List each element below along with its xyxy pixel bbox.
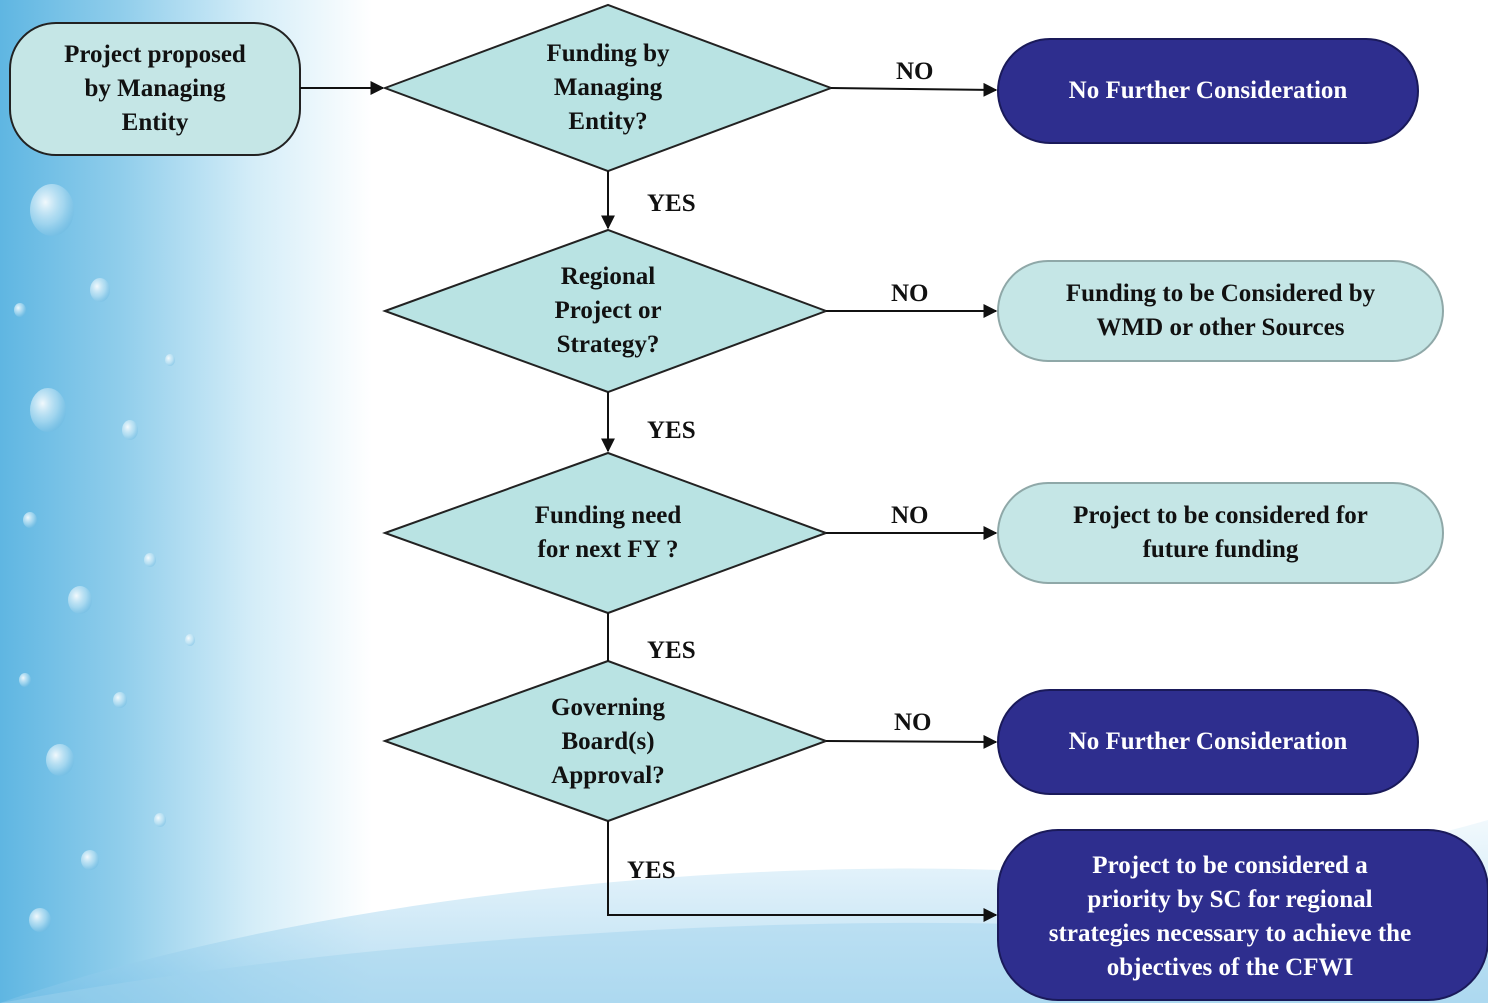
outcome-future-funding bbox=[997, 482, 1444, 584]
text-line: Project to be considered a bbox=[1092, 852, 1368, 879]
connector-d4-no bbox=[825, 734, 998, 749]
text-line: WMD or other Sources bbox=[1096, 314, 1345, 341]
text-line: Board(s) bbox=[561, 728, 655, 755]
text-line: Strategy? bbox=[556, 331, 660, 358]
text-line: for next FY ? bbox=[537, 536, 679, 563]
label-yes-2: YES bbox=[647, 417, 696, 444]
text-line: strategies necessary to achieve the bbox=[1048, 920, 1412, 947]
text-line: Funding by bbox=[546, 40, 670, 67]
text-line: by Managing bbox=[84, 75, 226, 102]
text-line: future funding bbox=[1142, 536, 1299, 563]
text-line: Project or bbox=[554, 297, 662, 324]
decision-text-funding-need: Funding need for next FY ? bbox=[478, 483, 738, 583]
text-line: Approval? bbox=[551, 762, 665, 789]
label-no-1: NO bbox=[896, 58, 934, 85]
text-line: Entity? bbox=[568, 108, 648, 135]
outcome-text-no-further-consideration-1: No Further Consideration bbox=[998, 39, 1418, 143]
label-no-3: NO bbox=[891, 502, 929, 529]
label-yes-4: YES bbox=[627, 857, 676, 884]
outcome-text-future-funding: Project to be considered for future fundi… bbox=[998, 483, 1443, 583]
outcome-text-priority-by-sc: Project to be considered a priority by SC… bbox=[1000, 838, 1460, 996]
text-line: No Further Consideration bbox=[1068, 77, 1348, 104]
text-line: objectives of the CFWI bbox=[1106, 954, 1354, 981]
outcome-funding-by-wmd bbox=[997, 260, 1444, 362]
label-yes-1: YES bbox=[647, 190, 696, 217]
connector-d4-yes bbox=[607, 821, 998, 922]
droplets bbox=[14, 184, 195, 932]
connector-d1-no bbox=[830, 82, 998, 97]
text-line: Regional bbox=[560, 263, 656, 290]
text-line: priority by SC for regional bbox=[1087, 886, 1373, 913]
outcome-no-further-consideration-2 bbox=[997, 689, 1419, 795]
label-no-4: NO bbox=[894, 709, 932, 736]
text-line: Project to be considered for bbox=[1073, 502, 1368, 529]
outcome-text-no-further-consideration-2: No Further Consideration bbox=[998, 690, 1418, 794]
outcome-text-funding-by-wmd: Funding to be Considered by WMD or other … bbox=[998, 261, 1443, 361]
text-line: Project proposed bbox=[64, 41, 246, 68]
label-yes-3: YES bbox=[647, 637, 696, 664]
text-line: No Further Consideration bbox=[1068, 728, 1348, 755]
text-line: Entity bbox=[121, 109, 189, 136]
text-line: Governing bbox=[551, 694, 665, 721]
outcome-no-further-consideration-1 bbox=[997, 38, 1419, 144]
text-line: Funding need bbox=[534, 502, 682, 529]
outcome-priority-by-sc bbox=[997, 829, 1488, 1001]
text-line: Managing bbox=[553, 74, 663, 101]
text-line: Funding to be Considered by bbox=[1065, 280, 1376, 307]
label-no-2: NO bbox=[891, 280, 929, 307]
